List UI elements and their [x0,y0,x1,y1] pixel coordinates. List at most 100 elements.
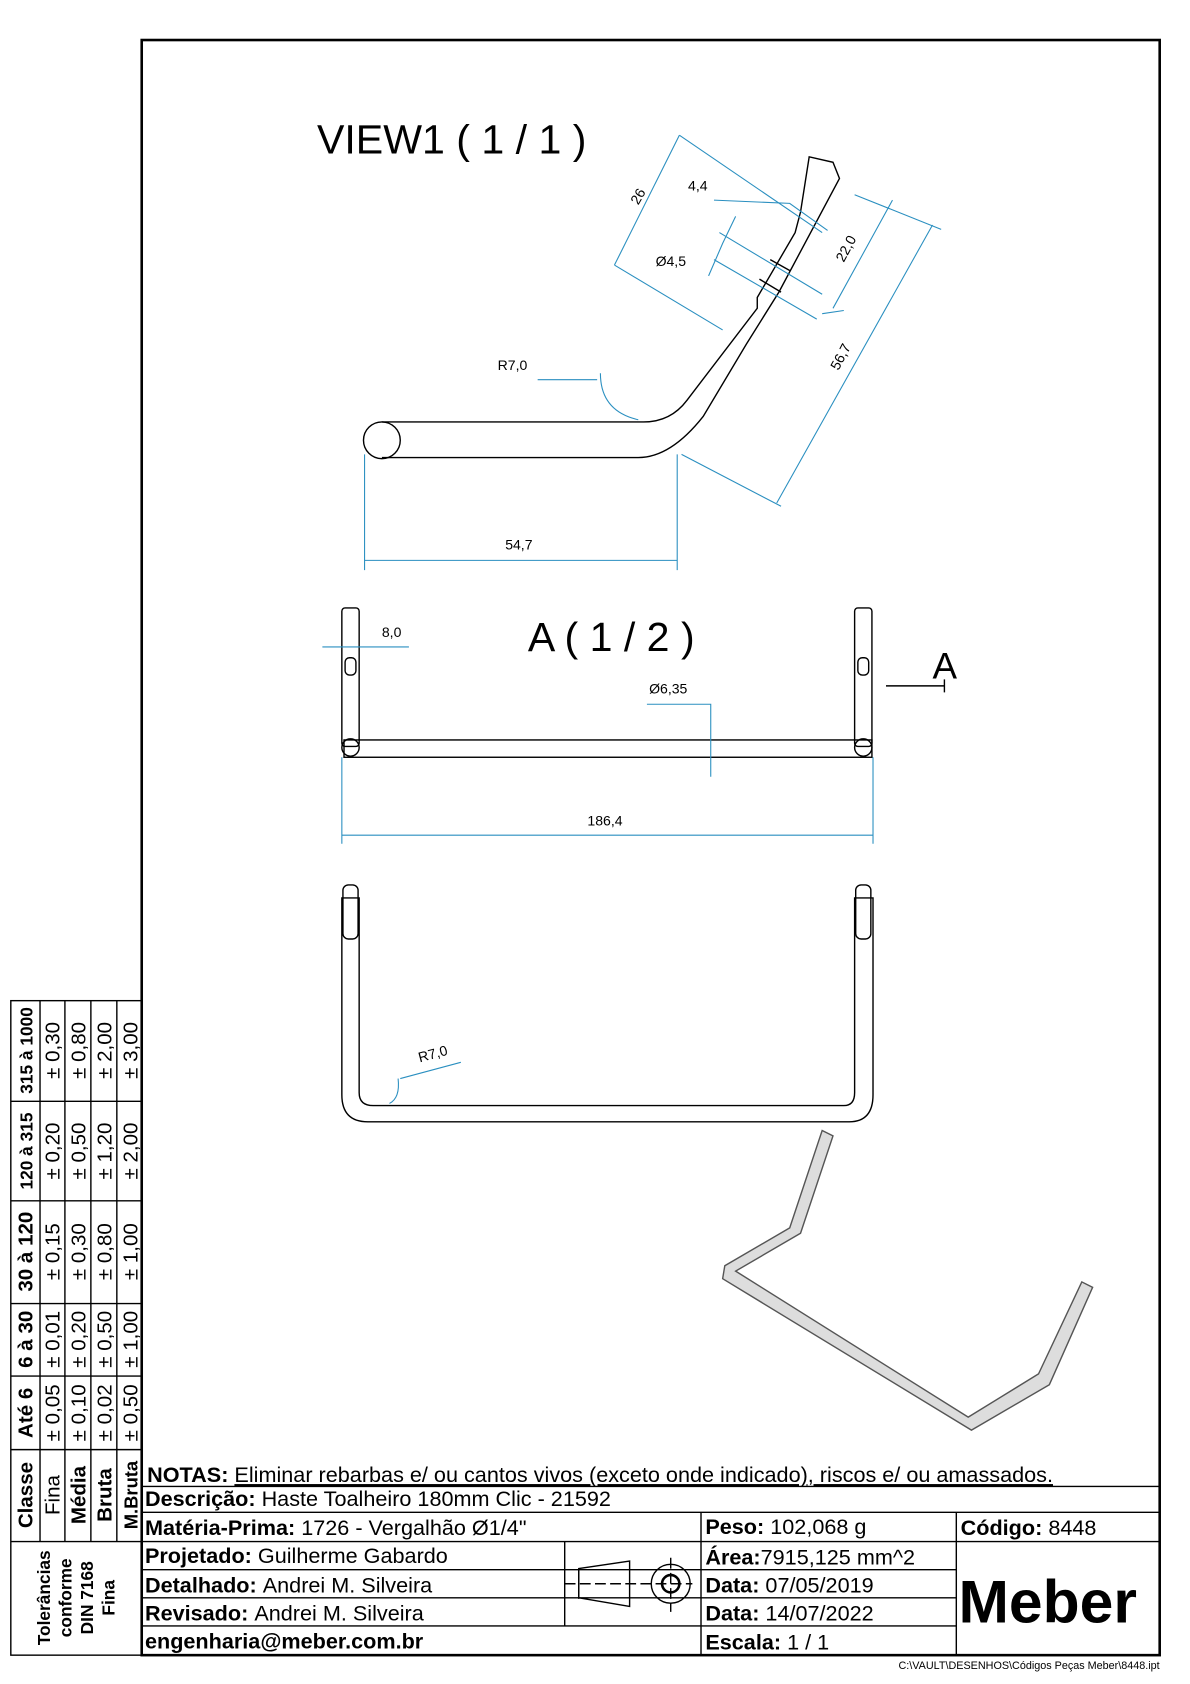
tol-value: ± 3,00 [119,1022,142,1079]
title-block: NOTAS: Eliminar rebarbas e/ ou cantos vi… [141,1462,1160,1672]
tol-range: 120 à 315 [16,1112,36,1189]
rod-u-shape [341,897,874,1123]
materia-label: Matéria-Prima: [145,1515,295,1540]
svg-text:NOTAS: Eliminar rebarbas e/ ou: NOTAS: Eliminar rebarbas e/ ou cantos vi… [147,1462,1053,1487]
dim-line [613,134,680,266]
data2-value: 14/07/2022 [765,1601,873,1626]
projetado-label: Projetado: [145,1543,252,1568]
slot [857,657,870,676]
dim-d4-5: Ø4,5 [656,253,687,269]
area-label: Área: [705,1544,760,1569]
dim-line [681,224,933,507]
flat-line [769,259,791,272]
tol-class: M.Bruta [120,1460,141,1529]
dim-line [364,454,678,571]
tol-value: ± 0,30 [41,1022,64,1079]
dim-line [341,757,874,844]
dim-186-4: 186,4 [587,812,622,828]
file-path: C:\VAULT\DESENHOS\Códigos Peças Meber\84… [898,1660,1159,1672]
revisado-label: Revisado: [145,1601,248,1626]
dim-26: 26 [627,185,649,207]
tol-class: Média [67,1465,90,1524]
dim-54-7: 54,7 [505,537,533,553]
rod-outline [381,156,841,459]
front-view: R7,0 [341,884,874,1123]
descricao-label: Descrição: [145,1486,256,1511]
descricao-value: Haste Toalheiro 180mm Clic - 21592 [262,1486,611,1511]
dim-d6-35: Ø6,35 [649,680,687,696]
materia-value: 1726 - Vergalhão Ø1/4" [301,1515,526,1540]
email: engenharia@meber.com.br [145,1629,424,1654]
tol-value: ± 0,02 [93,1384,116,1441]
peso-label: Peso: [705,1514,764,1539]
tol-value: ± 0,01 [41,1311,64,1368]
data2-label: Data: [705,1601,759,1626]
tol-value: ± 0,15 [41,1223,64,1280]
data1-value: 07/05/2019 [765,1572,873,1597]
svg-text:Escala: 1 / 1: Escala: 1 / 1 [705,1630,829,1655]
dim-r7-0-bottom: R7,0 [416,1042,449,1065]
tol-label: Tolerâncias [34,1550,54,1645]
tol-range: Até 6 [14,1388,37,1438]
dim-line [646,703,712,777]
svg-text:Descrição: Haste Toalheiro 180: Descrição: Haste Toalheiro 180mm Clic - … [145,1486,611,1511]
tolerance-table: Classe Até 6 6 à 30 30 à 120 120 à 315 3… [10,999,143,1656]
tol-class: Bruta [93,1468,116,1522]
flat-line [759,278,782,293]
tol-label: conforme [55,1558,75,1637]
dim-4-4: 4,4 [688,177,708,193]
view1-title: VIEW1 ( 1 / 1 ) [317,117,586,163]
dim-line [679,134,823,234]
tol-value: ± 0,50 [67,1123,90,1180]
escala-label: Escala: [705,1630,781,1655]
tol-value: ± 1,00 [119,1311,142,1368]
left-post [341,607,360,748]
tol-class: Fina [41,1474,64,1515]
left-end [342,884,359,940]
projection-symbol [564,1557,693,1612]
meber-logo: Meber [958,1568,1136,1636]
tol-range: 6 à 30 [14,1311,37,1368]
tol-value: ± 0,20 [67,1311,90,1368]
dim-line [389,1061,461,1104]
tol-value: ± 0,10 [67,1384,90,1441]
tol-value: ± 0,80 [93,1223,116,1280]
tol-classe: Classe [14,1462,37,1528]
notas-text: Eliminar rebarbas e/ ou cantos vivos (ex… [234,1462,1053,1487]
codigo-label: Código: [961,1515,1043,1540]
joint [853,738,873,757]
view1: VIEW1 ( 1 / 1 ) 26 4,4 Ø4,5 22,0 56,7 R7… [317,117,942,571]
codigo-value: 8448 [1048,1515,1096,1540]
drawing-frame [140,38,1161,1657]
dim-line [713,199,828,231]
tol-value: ± 1,00 [119,1223,142,1280]
data1-label: Data: [705,1572,759,1597]
tol-value: ± 0,30 [67,1223,90,1280]
svg-text:Peso: 102,068 g: Peso: 102,068 g [705,1514,866,1539]
tol-value: ± 1,20 [93,1123,116,1180]
notas-label: NOTAS: [147,1462,228,1487]
peso-value: 102,068 g [770,1514,866,1539]
revisado-value: Andrei M. Silveira [254,1601,424,1626]
tol-range: 315 à 1000 [16,1007,36,1094]
detalhado-label: Detalhado: [145,1572,257,1597]
dim-line [614,264,723,331]
view-a: A ( 1 / 2 ) 8,0 Ø6,35 186,4 A [322,607,958,844]
tol-value: ± 0,05 [41,1384,64,1441]
slot [344,657,357,676]
tol-value: ± 0,50 [93,1311,116,1368]
right-end [855,884,872,940]
svg-text:Projetado: Guilherme Gabardo: Projetado: Guilherme Gabardo [145,1543,448,1568]
view-a-title: A ( 1 / 2 ) [528,614,695,660]
crossbar [343,739,873,758]
iso-view [721,1129,1094,1431]
tol-value: ± 0,20 [41,1123,64,1180]
svg-text:Revisado: Andrei M. Silveira: Revisado: Andrei M. Silveira [145,1601,425,1626]
svg-text:Matéria-Prima: 1726 - Vergalhã: Matéria-Prima: 1726 - Vergalhão Ø1/4" [145,1515,527,1540]
dim-line [537,373,639,421]
tol-label: DIN 7168 [77,1561,97,1634]
escala-value: 1 / 1 [787,1630,829,1655]
joint [341,738,360,757]
svg-text:Código: 8448: Código: 8448 [961,1515,1097,1540]
